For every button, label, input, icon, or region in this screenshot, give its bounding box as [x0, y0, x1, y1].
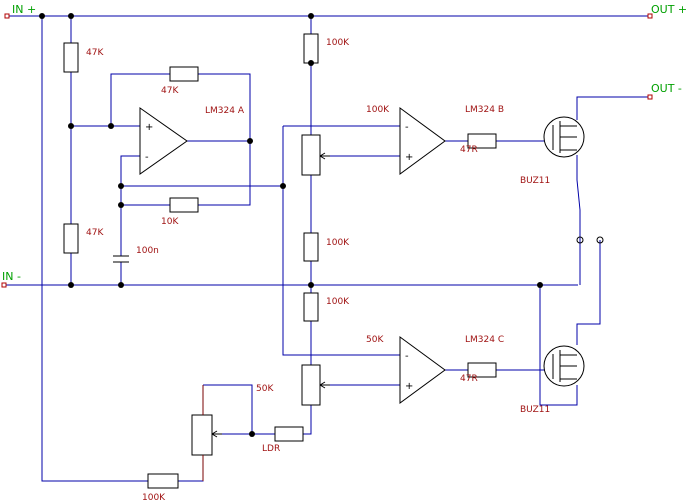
label-r-100k-bottom: 100K	[142, 493, 166, 503]
label-pot-bottom: 50K	[256, 384, 274, 394]
label-r-100k-middle: 100K	[326, 238, 350, 248]
terminal-in-plus: IN +	[12, 3, 36, 16]
mosfet-lower	[543, 345, 585, 387]
mosfet-upper	[543, 116, 585, 158]
opamp-c-minus: -	[405, 351, 409, 362]
label-ldr: LDR	[262, 444, 280, 454]
wire-left-vertical	[41, 16, 148, 482]
resistor-47r-b	[467, 133, 497, 149]
capacitor-100n	[113, 255, 129, 263]
potentiometer-100k	[301, 134, 321, 176]
opamp-a	[139, 107, 188, 175]
junctions	[39, 13, 543, 437]
wiper-arrow-c	[319, 381, 330, 389]
opamp-a-plus: +	[145, 122, 153, 133]
opamp-c-plus: +	[405, 381, 413, 392]
resistors	[63, 33, 497, 489]
potentiometer-50k-bottom	[191, 414, 213, 456]
terminals	[1, 13, 653, 288]
resistor-100k-lower	[303, 292, 319, 322]
label-r-10k: 10K	[161, 217, 179, 227]
resistor-10k	[169, 197, 199, 213]
wiper-arrow-bottom	[211, 430, 222, 438]
label-r-47k-bottom: 47K	[86, 228, 104, 238]
wire-switch-right	[576, 240, 601, 345]
resistor-47k-feedback	[169, 66, 199, 82]
ldr	[274, 426, 304, 442]
label-pot-c: 50K	[366, 335, 384, 345]
wiper-arrow-b	[319, 152, 330, 160]
label-r-100k-lower: 100K	[326, 297, 350, 307]
wires	[4, 15, 650, 482]
opamp-a-minus: -	[145, 152, 149, 163]
terminal-out-minus: OUT -	[651, 82, 682, 95]
opamp-b-minus: -	[405, 122, 409, 133]
resistor-100k-upper	[303, 33, 319, 64]
label-gate-b: 47R	[460, 145, 478, 155]
resistor-47r-c	[467, 362, 497, 378]
wire-mos-upper-source	[576, 155, 581, 240]
label-capacitor: 100n	[136, 246, 159, 256]
label-mosfet-upper: BUZ11	[520, 176, 550, 186]
switch	[576, 236, 604, 244]
label-pot-b: 100K	[366, 105, 390, 115]
opamp-b-plus: +	[405, 152, 413, 163]
wire-mos-lower-source	[539, 285, 578, 406]
resistor-100k-bottom	[147, 473, 179, 489]
terminal-in-minus: IN -	[2, 270, 21, 283]
wire-opa-minus	[120, 155, 140, 256]
opamp-b	[399, 107, 446, 175]
label-gate-c: 47R	[460, 374, 478, 384]
label-r-47k-feedback: 47K	[161, 86, 179, 96]
resistor-47k-bottom	[63, 223, 79, 254]
label-opamp-b: LM324 B	[465, 105, 504, 115]
resistor-100k-middle	[303, 232, 319, 262]
label-mosfet-lower: BUZ11	[520, 405, 550, 415]
label-opamp-c: LM324 C	[465, 335, 504, 345]
resistor-47k-top	[63, 42, 79, 73]
wire-central-chain	[303, 16, 312, 435]
potentiometer-50k	[301, 364, 321, 406]
opamp-c	[399, 336, 446, 404]
terminal-out-plus: OUT +	[651, 3, 687, 16]
wire-ldr-chain	[203, 384, 275, 435]
label-opamp-a: LM324 A	[205, 106, 245, 116]
label-r-100k-upper: 100K	[326, 38, 350, 48]
wire-mos-upper-drain	[576, 96, 650, 120]
wire-opa-feedback	[110, 73, 251, 206]
wire-trace-junction	[282, 126, 400, 356]
label-r-47k-top: 47K	[86, 48, 104, 58]
